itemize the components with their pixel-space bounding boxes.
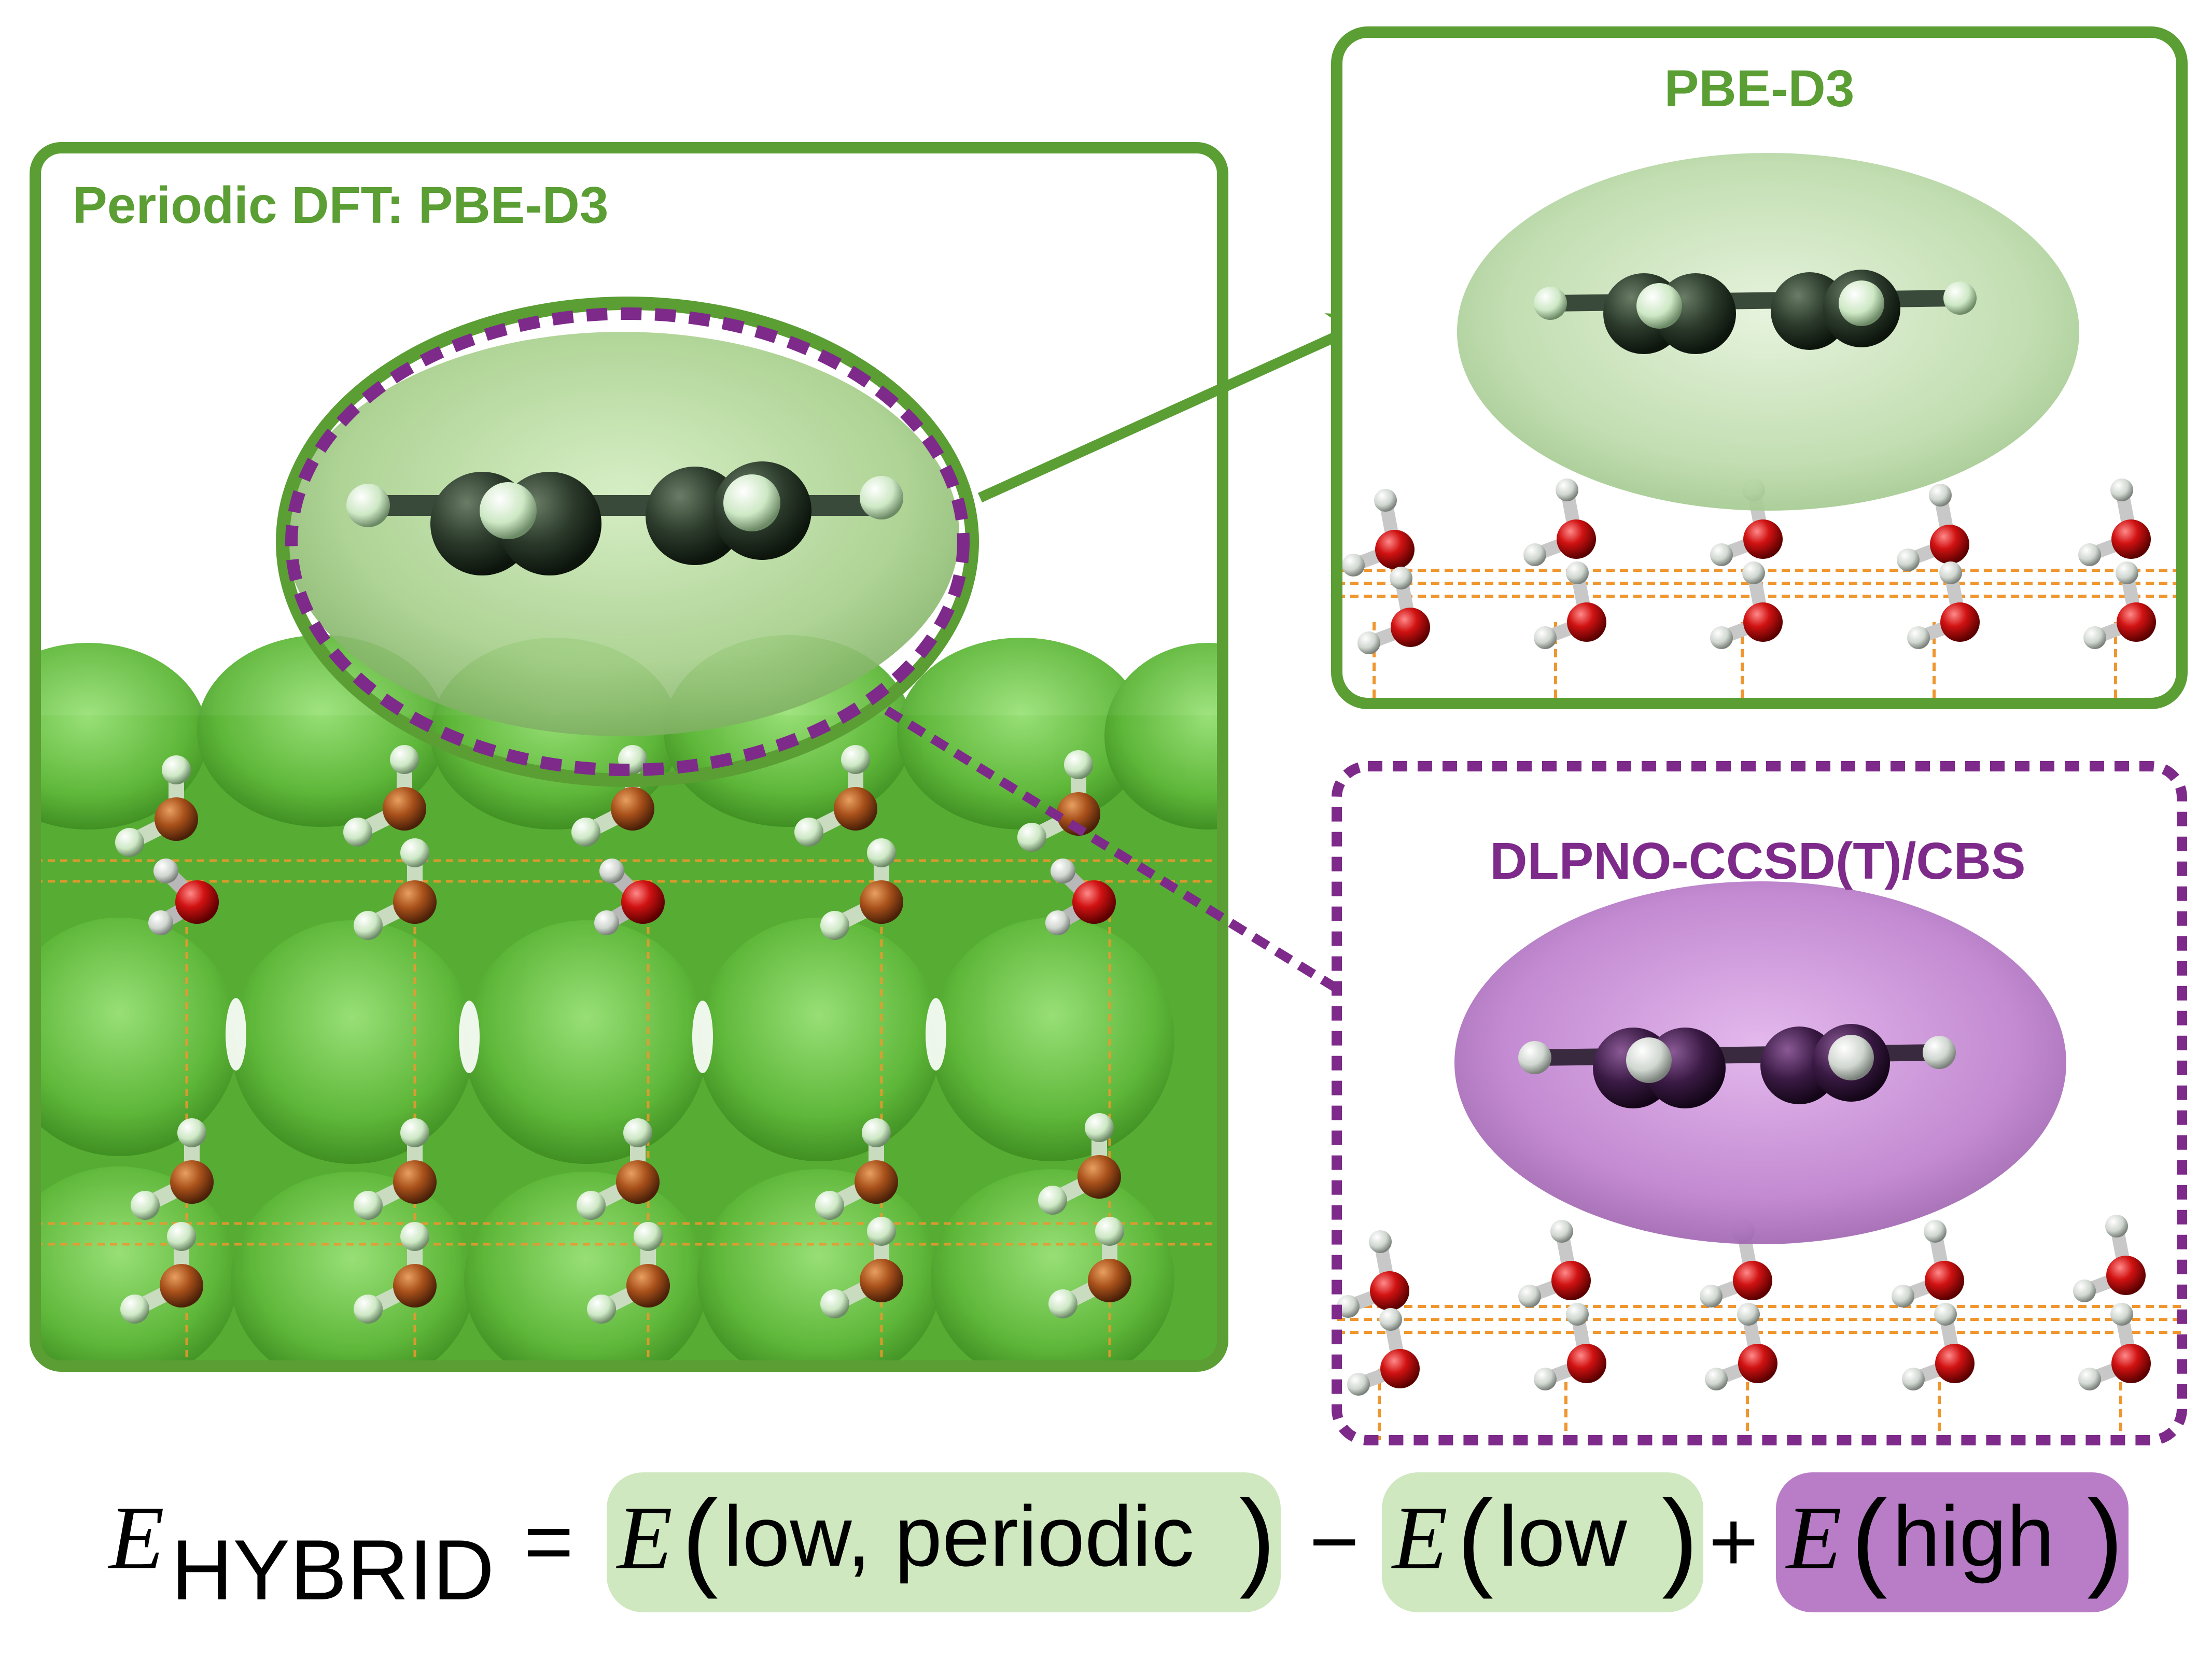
lhs-subscript: HYBRID <box>171 1522 494 1618</box>
term3-close-paren: ) <box>2087 1478 2123 1599</box>
lhs-energy-symbol: E <box>107 1487 164 1588</box>
zoom-region-green-circle <box>276 297 979 787</box>
periodic-dft-title: Periodic DFT: PBE-D3 <box>73 176 609 234</box>
term1-open-paren: ( <box>682 1478 718 1599</box>
adsorbate-density-cloud <box>285 332 959 736</box>
cluster-hbonds-bottom <box>1337 1305 2182 1440</box>
term1-close-paren: ) <box>1239 1478 1276 1599</box>
equals-sign: = <box>524 1494 573 1589</box>
term2-open-paren: ( <box>1457 1478 1493 1599</box>
pbe-d3-cluster-panel: PBE-D3 <box>1331 26 2188 709</box>
arrow-to-dlpno <box>884 706 1385 1018</box>
zoom-region-purple-circle <box>285 307 970 776</box>
low-periodic-highlight <box>607 1472 1281 1612</box>
term2-symbol: E <box>1391 1487 1448 1588</box>
dlpno-title: DLPNO-CCSD(T)/CBS <box>1490 832 2025 890</box>
arrow-to-pbe-d3 <box>977 313 1383 503</box>
plus-sign: + <box>1709 1494 1758 1589</box>
pbe-d3-frame <box>1331 26 2188 709</box>
adsorbate-molecule-dlpno <box>1518 1024 1956 1108</box>
hybrid-energy-formula: E HYBRID = E ( low, periodic ) − E ( low… <box>107 1472 2129 1618</box>
adsorbate-molecule-pbe <box>1534 270 1977 354</box>
periodic-dft-frame <box>30 142 1228 1372</box>
term2-close-paren: ) <box>1662 1478 1698 1599</box>
term1-args: low, periodic <box>723 1488 1194 1584</box>
term3-args: high <box>1893 1488 2054 1584</box>
term3-open-paren: ( <box>1851 1478 1887 1599</box>
minus-sign: − <box>1309 1494 1359 1589</box>
dlpno-cluster-panel: DLPNO-CCSD(T)/CBS <box>1332 761 2187 1445</box>
adsorbate-molecule-left <box>346 461 903 575</box>
low-highlight <box>1382 1472 1703 1612</box>
term3-symbol: E <box>1785 1487 1842 1588</box>
high-highlight <box>1776 1472 2129 1612</box>
pbe-d3-title: PBE-D3 <box>1664 60 1855 118</box>
term1-symbol: E <box>615 1487 673 1588</box>
pbe-d3-density-cloud <box>1457 153 2079 511</box>
periodic-dft-panel: Periodic DFT: PBE-D3 <box>30 142 1228 1372</box>
ice-surface-density <box>35 635 1223 1366</box>
term2-args: low <box>1499 1488 1627 1584</box>
